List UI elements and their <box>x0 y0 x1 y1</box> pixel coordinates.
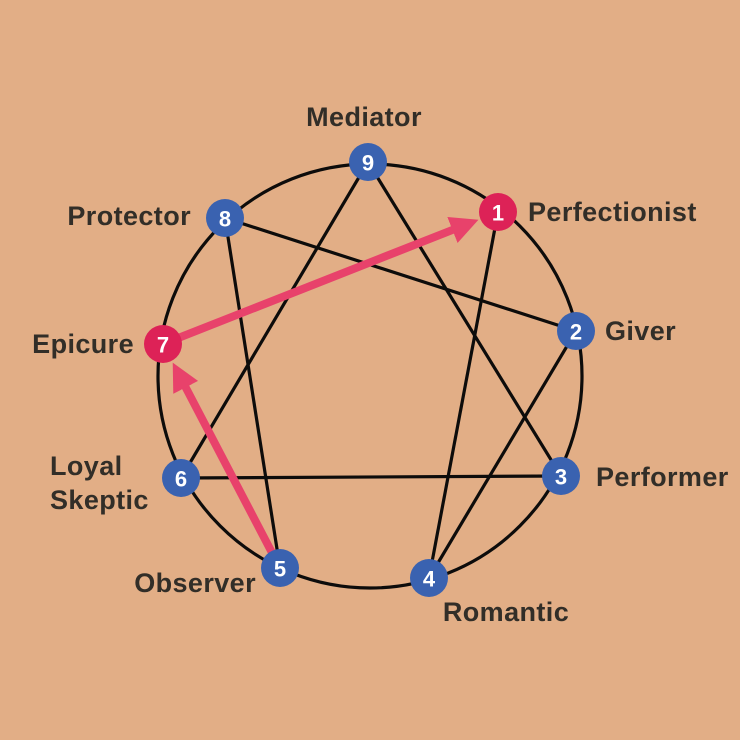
node-circle <box>206 199 244 237</box>
node-circle-highlighted <box>144 325 182 363</box>
node-2: 2 <box>557 312 595 350</box>
node-6: 6 <box>162 459 200 497</box>
node-number-5: 5 <box>274 557 286 582</box>
node-label-perfectionist: Perfectionist <box>528 197 697 227</box>
node-9: 9 <box>349 143 387 181</box>
node-label-giver: Giver <box>605 316 676 346</box>
node-label-protector: Protector <box>67 201 191 231</box>
node-label-observer: Observer <box>134 568 256 598</box>
node-circle <box>162 459 200 497</box>
connection-line-1-4 <box>427 211 500 579</box>
node-circle <box>557 312 595 350</box>
node-circle <box>542 457 580 495</box>
node-circle <box>261 549 299 587</box>
connection-line-8-5 <box>223 217 282 569</box>
node-3: 3 <box>542 457 580 495</box>
node-number-1: 1 <box>492 201 504 226</box>
node-label-mediator: Mediator <box>306 102 422 132</box>
growth-arrow-5-to-7 <box>172 362 284 570</box>
node-number-7: 7 <box>157 333 169 358</box>
node-5: 5 <box>261 549 299 587</box>
node-circle-highlighted <box>479 193 517 231</box>
node-number-9: 9 <box>362 151 374 176</box>
node-circle <box>349 143 387 181</box>
node-number-6: 6 <box>175 467 187 492</box>
connection-line-3-6 <box>180 474 562 480</box>
node-7: 7 <box>144 325 182 363</box>
connection-line-4-2 <box>427 330 578 579</box>
node-label-loyal-skeptic-line-1: Loyal <box>50 451 123 481</box>
connection-line-9-3 <box>366 161 563 477</box>
node-label-performer: Performer <box>596 462 729 492</box>
node-number-8: 8 <box>219 207 231 232</box>
node-4: 4 <box>410 559 448 597</box>
connection-line-6-9 <box>179 161 370 479</box>
connection-line-2-8 <box>224 216 577 333</box>
node-number-4: 4 <box>423 567 436 592</box>
node-label-epicure: Epicure <box>32 329 134 359</box>
node-1: 1 <box>479 193 517 231</box>
node-label-loyal-skeptic-line-2: Skeptic <box>50 485 149 515</box>
node-circle <box>410 559 448 597</box>
node-label-romantic: Romantic <box>443 597 569 627</box>
growth-arrow-7-to-1 <box>161 216 479 348</box>
node-number-2: 2 <box>570 320 582 345</box>
node-8: 8 <box>206 199 244 237</box>
node-number-3: 3 <box>555 465 567 490</box>
